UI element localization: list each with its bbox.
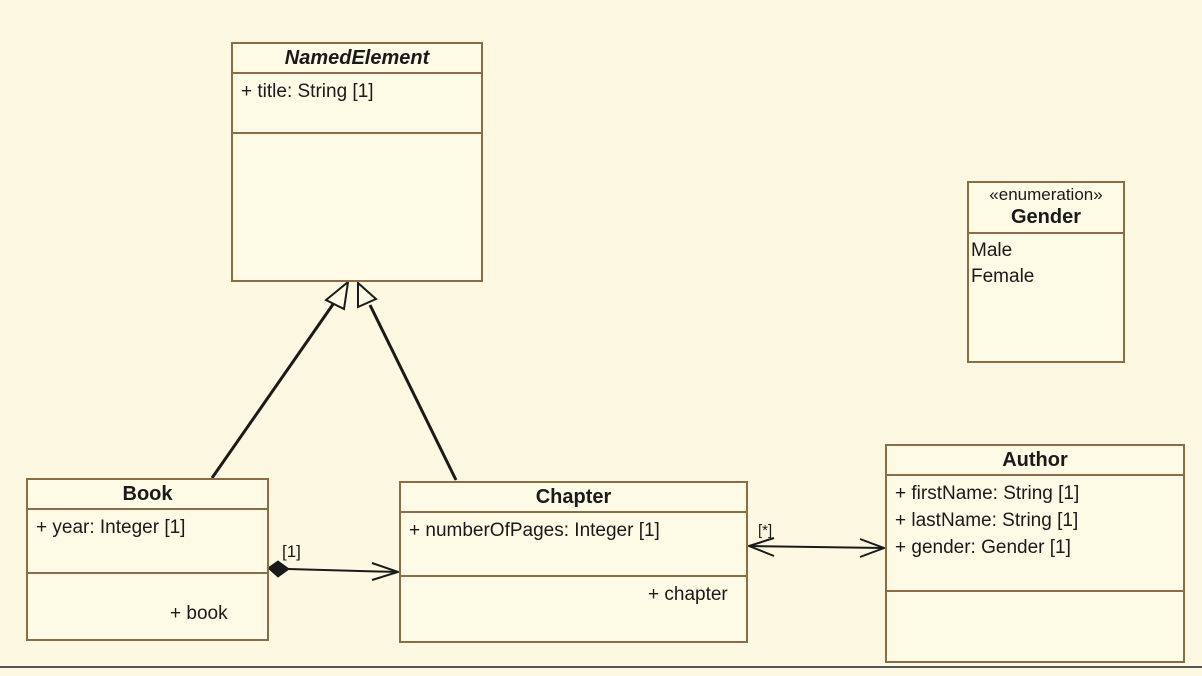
enum-literal: Female [971, 266, 1035, 287]
class-name: NamedElement [233, 44, 481, 74]
class-name: Book [28, 480, 267, 510]
generalization-chapter[interactable] [368, 304, 458, 481]
operations-compartment [887, 592, 1183, 661]
attribute: + firstName: String [1] [895, 483, 1080, 504]
attribute: + lastName: String [1] [895, 510, 1079, 531]
attribute: + gender: Gender [1] [895, 537, 1071, 558]
operations-compartment [233, 134, 481, 280]
attributes-compartment: + year: Integer [1] [28, 510, 267, 574]
enumeration-gender[interactable]: «enumeration» Gender Male Female [967, 181, 1125, 363]
association-arrowhead-author [859, 538, 887, 558]
enumeration-name: Gender [1010, 206, 1082, 228]
role-label-chapter: + chapter [648, 584, 728, 605]
attribute: + year: Integer [1] [36, 517, 186, 538]
association-chapter-author[interactable] [748, 545, 885, 549]
enum-literal: Male [971, 240, 1013, 261]
generalization-arrowhead-book [324, 279, 350, 311]
generalization-book[interactable] [210, 299, 338, 479]
stereotype-label: «enumeration» [989, 185, 1103, 204]
attribute: + numberOfPages: Integer [1] [409, 520, 660, 541]
operations-compartment [28, 574, 267, 639]
multiplicity-book-chapter: [1] [282, 542, 301, 561]
composition-diamond [267, 560, 290, 578]
association-arrowhead-chapter [746, 537, 775, 557]
role-label-book: + book [170, 603, 228, 624]
class-book[interactable]: Book + year: Integer [1] [26, 478, 269, 641]
class-chapter[interactable]: Chapter + numberOfPages: Integer [1] [399, 481, 748, 643]
class-name: Chapter [401, 483, 746, 513]
attribute: + title: String [1] [241, 81, 374, 102]
generalization-arrowhead-chapter [357, 280, 378, 309]
composition-book-chapter[interactable] [287, 568, 399, 573]
literals-compartment: Male Female [969, 234, 1123, 294]
attributes-compartment: + title: String [1] [233, 74, 481, 134]
class-author[interactable]: Author + firstName: String [1] + lastNam… [885, 444, 1185, 663]
enumeration-header: «enumeration» Gender [969, 183, 1123, 234]
class-named-element[interactable]: NamedElement + title: String [1] [231, 42, 483, 282]
class-name: Author [887, 446, 1183, 476]
attributes-compartment: + firstName: String [1] + lastName: Stri… [887, 476, 1183, 592]
multiplicity-chapter-author: [*] [758, 522, 773, 539]
attributes-compartment: + numberOfPages: Integer [1] [401, 513, 746, 577]
composition-arrowhead [371, 562, 402, 581]
